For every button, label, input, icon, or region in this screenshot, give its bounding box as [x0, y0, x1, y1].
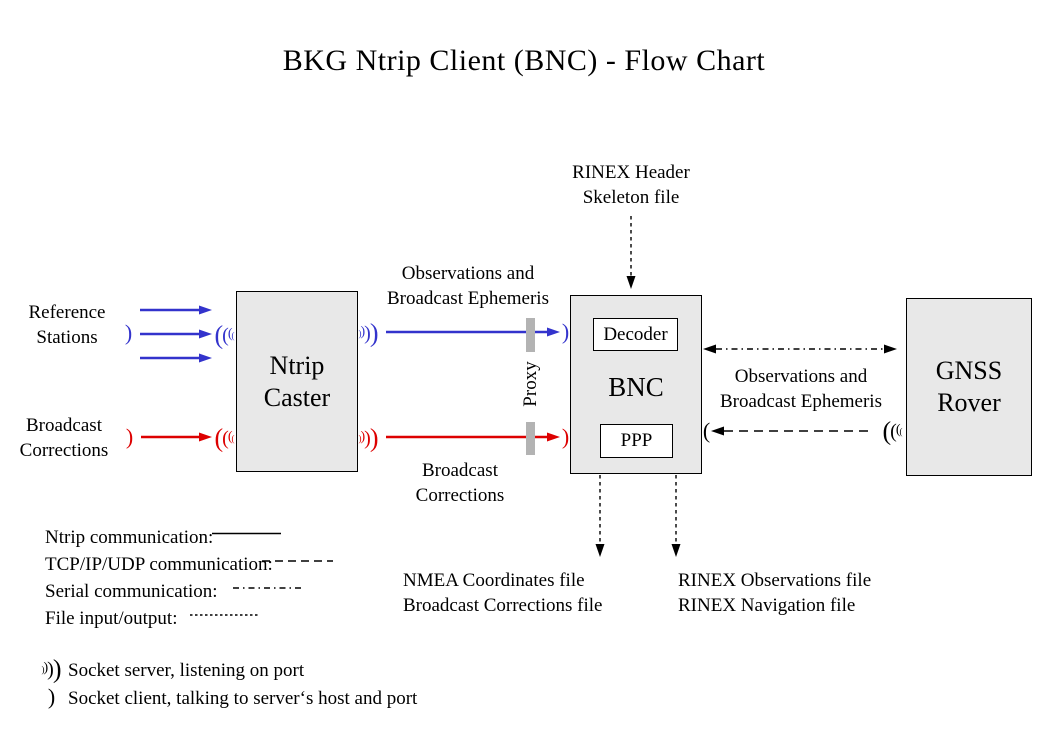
- bnc-output-arrow-left: [595, 475, 605, 557]
- legend-item-serial: Serial communication:: [45, 581, 218, 602]
- observations-ephemeris-top-line2: Broadcast Ephemeris: [387, 288, 549, 309]
- bnc-rover-serial-arrow: [703, 344, 897, 354]
- socket-client-icon: ): [561, 424, 569, 450]
- legend-item-fileio: File input/output:: [45, 608, 178, 629]
- socket-server-icon: )))): [358, 423, 378, 453]
- socket-server-icon: )))): [358, 318, 378, 348]
- rinex-output-files-label: RINEX Observations file RINEX Navigation…: [678, 568, 871, 618]
- reference-stations-label: Reference Stations: [8, 300, 126, 350]
- broadcast-corrections-input-label: Broadcast Corrections: [0, 413, 128, 463]
- reference-input-arrows: [140, 305, 212, 363]
- rinex-output-line1: RINEX Observations file: [678, 570, 872, 591]
- gnss-rover-box: GNSS Rover: [906, 298, 1032, 476]
- observations-ephemeris-top-label: Observations and Broadcast Ephemeris: [377, 261, 559, 311]
- proxy-label: Proxy: [520, 361, 541, 407]
- broadcast-corrections-input-arrow: [141, 432, 212, 442]
- bnc-box: Decoder BNC PPP: [570, 295, 702, 474]
- ppp-label: PPP: [620, 430, 653, 451]
- rinex-header-input-arrow: [626, 216, 636, 289]
- proxy-bar-bottom: [526, 422, 535, 455]
- page-title: BKG Ntrip Client (BNC) - Flow Chart: [282, 44, 766, 77]
- socket-client-icon: ): [125, 424, 133, 450]
- legend-line-samples: [190, 532, 333, 616]
- socket-server-icon: ((((: [882, 416, 902, 446]
- bnc-label: BNC: [608, 372, 664, 402]
- observations-ephemeris-right-label: Observations and Broadcast Ephemeris: [710, 364, 892, 414]
- socket-server-icon: ((((: [214, 423, 234, 453]
- decoder-label: Decoder: [603, 323, 668, 345]
- reference-stations-line2: Stations: [36, 327, 98, 348]
- broadcast-corrections-mid-label: Broadcast Corrections: [394, 458, 526, 508]
- rinex-header-line2: Skeleton file: [582, 187, 680, 208]
- socket-server-icon: ((((: [214, 320, 234, 350]
- broadcast-corrections-mid-line1: Broadcast: [422, 460, 498, 481]
- observations-ephemeris-top-line1: Observations and: [401, 263, 535, 284]
- rinex-header-line1: RINEX Header: [572, 162, 690, 183]
- socket-client-icon: ): [47, 684, 55, 710]
- gnss-rover-label-line2: Rover: [937, 388, 1001, 417]
- caster-to-bnc-corrections-arrow: [386, 432, 560, 442]
- socket-client-legend-label: Socket client, talking to server‘s host …: [68, 688, 418, 709]
- nmea-output-files-label: NMEA Coordinates file Broadcast Correcti…: [403, 568, 602, 618]
- broadcast-corrections-mid-line2: Corrections: [415, 485, 505, 506]
- gnss-rover-label-line1: GNSS: [935, 356, 1003, 385]
- ntrip-caster-label-line2: Caster: [263, 382, 331, 412]
- reference-stations-line1: Reference: [28, 302, 106, 323]
- caster-to-bnc-observations-arrow: [386, 327, 560, 337]
- proxy-bar-top: [526, 318, 535, 352]
- bnc-output-arrow-right: [671, 475, 681, 557]
- observations-ephemeris-right-line1: Observations and: [734, 366, 868, 387]
- rinex-header-label: RINEX Header Skeleton file: [553, 160, 709, 210]
- rinex-output-line2: RINEX Navigation file: [678, 595, 856, 616]
- ntrip-caster-box: Ntrip Caster: [236, 291, 358, 472]
- nmea-output-line1: NMEA Coordinates file: [403, 570, 585, 591]
- socket-server-legend-label: Socket server, listening on port: [68, 660, 305, 681]
- decoder-box: Decoder: [593, 318, 678, 351]
- socket-client-icon: ): [561, 319, 569, 345]
- socket-client-icon: (: [702, 418, 710, 444]
- broadcast-corrections-input-line2: Corrections: [19, 440, 109, 461]
- ppp-box: PPP: [600, 424, 673, 458]
- observations-ephemeris-right-line2: Broadcast Ephemeris: [720, 391, 882, 412]
- broadcast-corrections-input-line1: Broadcast: [26, 415, 102, 436]
- legend-item-ntrip: Ntrip communication:: [45, 527, 214, 548]
- nmea-output-line2: Broadcast Corrections file: [403, 595, 603, 616]
- legend-item-tcpip: TCP/IP/UDP communication:: [45, 554, 273, 575]
- socket-server-icon: )))): [41, 654, 61, 684]
- socket-client-icon: ): [124, 320, 132, 346]
- rover-to-bnc-dashed-arrow: [711, 426, 871, 436]
- ntrip-caster-label-line1: Ntrip: [269, 350, 325, 380]
